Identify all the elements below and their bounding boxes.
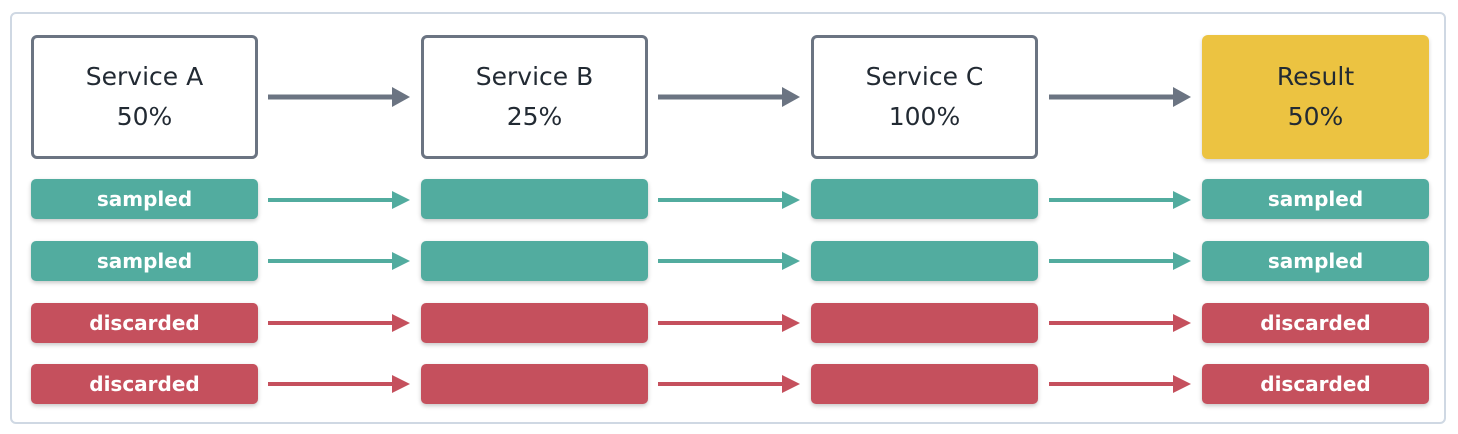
row-1-service-b-bar: [421, 179, 648, 219]
row-3-arrow-3: [1049, 314, 1191, 332]
row-3-result-bar: discarded: [1202, 303, 1429, 343]
service-c-rate: 100%: [888, 102, 961, 131]
row-2-service-a-bar: sampled: [31, 241, 258, 281]
service-c-name: Service C: [865, 62, 984, 91]
service-a-rate: 50%: [116, 102, 173, 131]
row-4-service-c-bar: [811, 364, 1038, 404]
service-b-name: Service B: [475, 62, 594, 91]
result-name: Result: [1276, 62, 1355, 91]
row-4-arrow-2: [658, 375, 800, 393]
row-4-service-a-bar: discarded: [31, 364, 258, 404]
row-3-service-a-bar: discarded: [31, 303, 258, 343]
row-3-service-c-bar: [811, 303, 1038, 343]
row-3-start-label: discarded: [89, 311, 200, 335]
header-arrow-1: [268, 87, 410, 107]
row-2-arrow-3: [1049, 252, 1191, 270]
row-1-end-label: sampled: [1267, 187, 1364, 211]
row-1-service-a-bar: sampled: [31, 179, 258, 219]
row-4-service-b-bar: [421, 364, 648, 404]
row-3-end-label: discarded: [1260, 311, 1371, 335]
service-b-rate: 25%: [506, 102, 563, 131]
row-2-arrow-1: [268, 252, 410, 270]
row-3-arrow-2: [658, 314, 800, 332]
row-1-result-bar: sampled: [1202, 179, 1429, 219]
row-3-service-b-bar: [421, 303, 648, 343]
row-2-result-bar: sampled: [1202, 241, 1429, 281]
header-arrow-3: [1049, 87, 1191, 107]
row-4-end-label: discarded: [1260, 372, 1371, 396]
service-a-box: Service A 50%: [31, 35, 258, 159]
row-1-arrow-1: [268, 191, 410, 209]
row-2-service-c-bar: [811, 241, 1038, 281]
row-3-arrow-1: [268, 314, 410, 332]
result-rate: 50%: [1287, 102, 1344, 131]
row-2-end-label: sampled: [1267, 249, 1364, 273]
result-box: Result 50%: [1202, 35, 1429, 159]
row-1-service-c-bar: [811, 179, 1038, 219]
row-1-arrow-3: [1049, 191, 1191, 209]
row-4-result-bar: discarded: [1202, 364, 1429, 404]
row-1-start-label: sampled: [96, 187, 193, 211]
row-4-arrow-3: [1049, 375, 1191, 393]
service-b-box: Service B 25%: [421, 35, 648, 159]
row-4-arrow-1: [268, 375, 410, 393]
header-arrow-2: [658, 87, 800, 107]
service-a-name: Service A: [85, 62, 204, 91]
service-c-box: Service C 100%: [811, 35, 1038, 159]
row-2-start-label: sampled: [96, 249, 193, 273]
row-1-arrow-2: [658, 191, 800, 209]
row-2-service-b-bar: [421, 241, 648, 281]
row-2-arrow-2: [658, 252, 800, 270]
row-4-start-label: discarded: [89, 372, 200, 396]
